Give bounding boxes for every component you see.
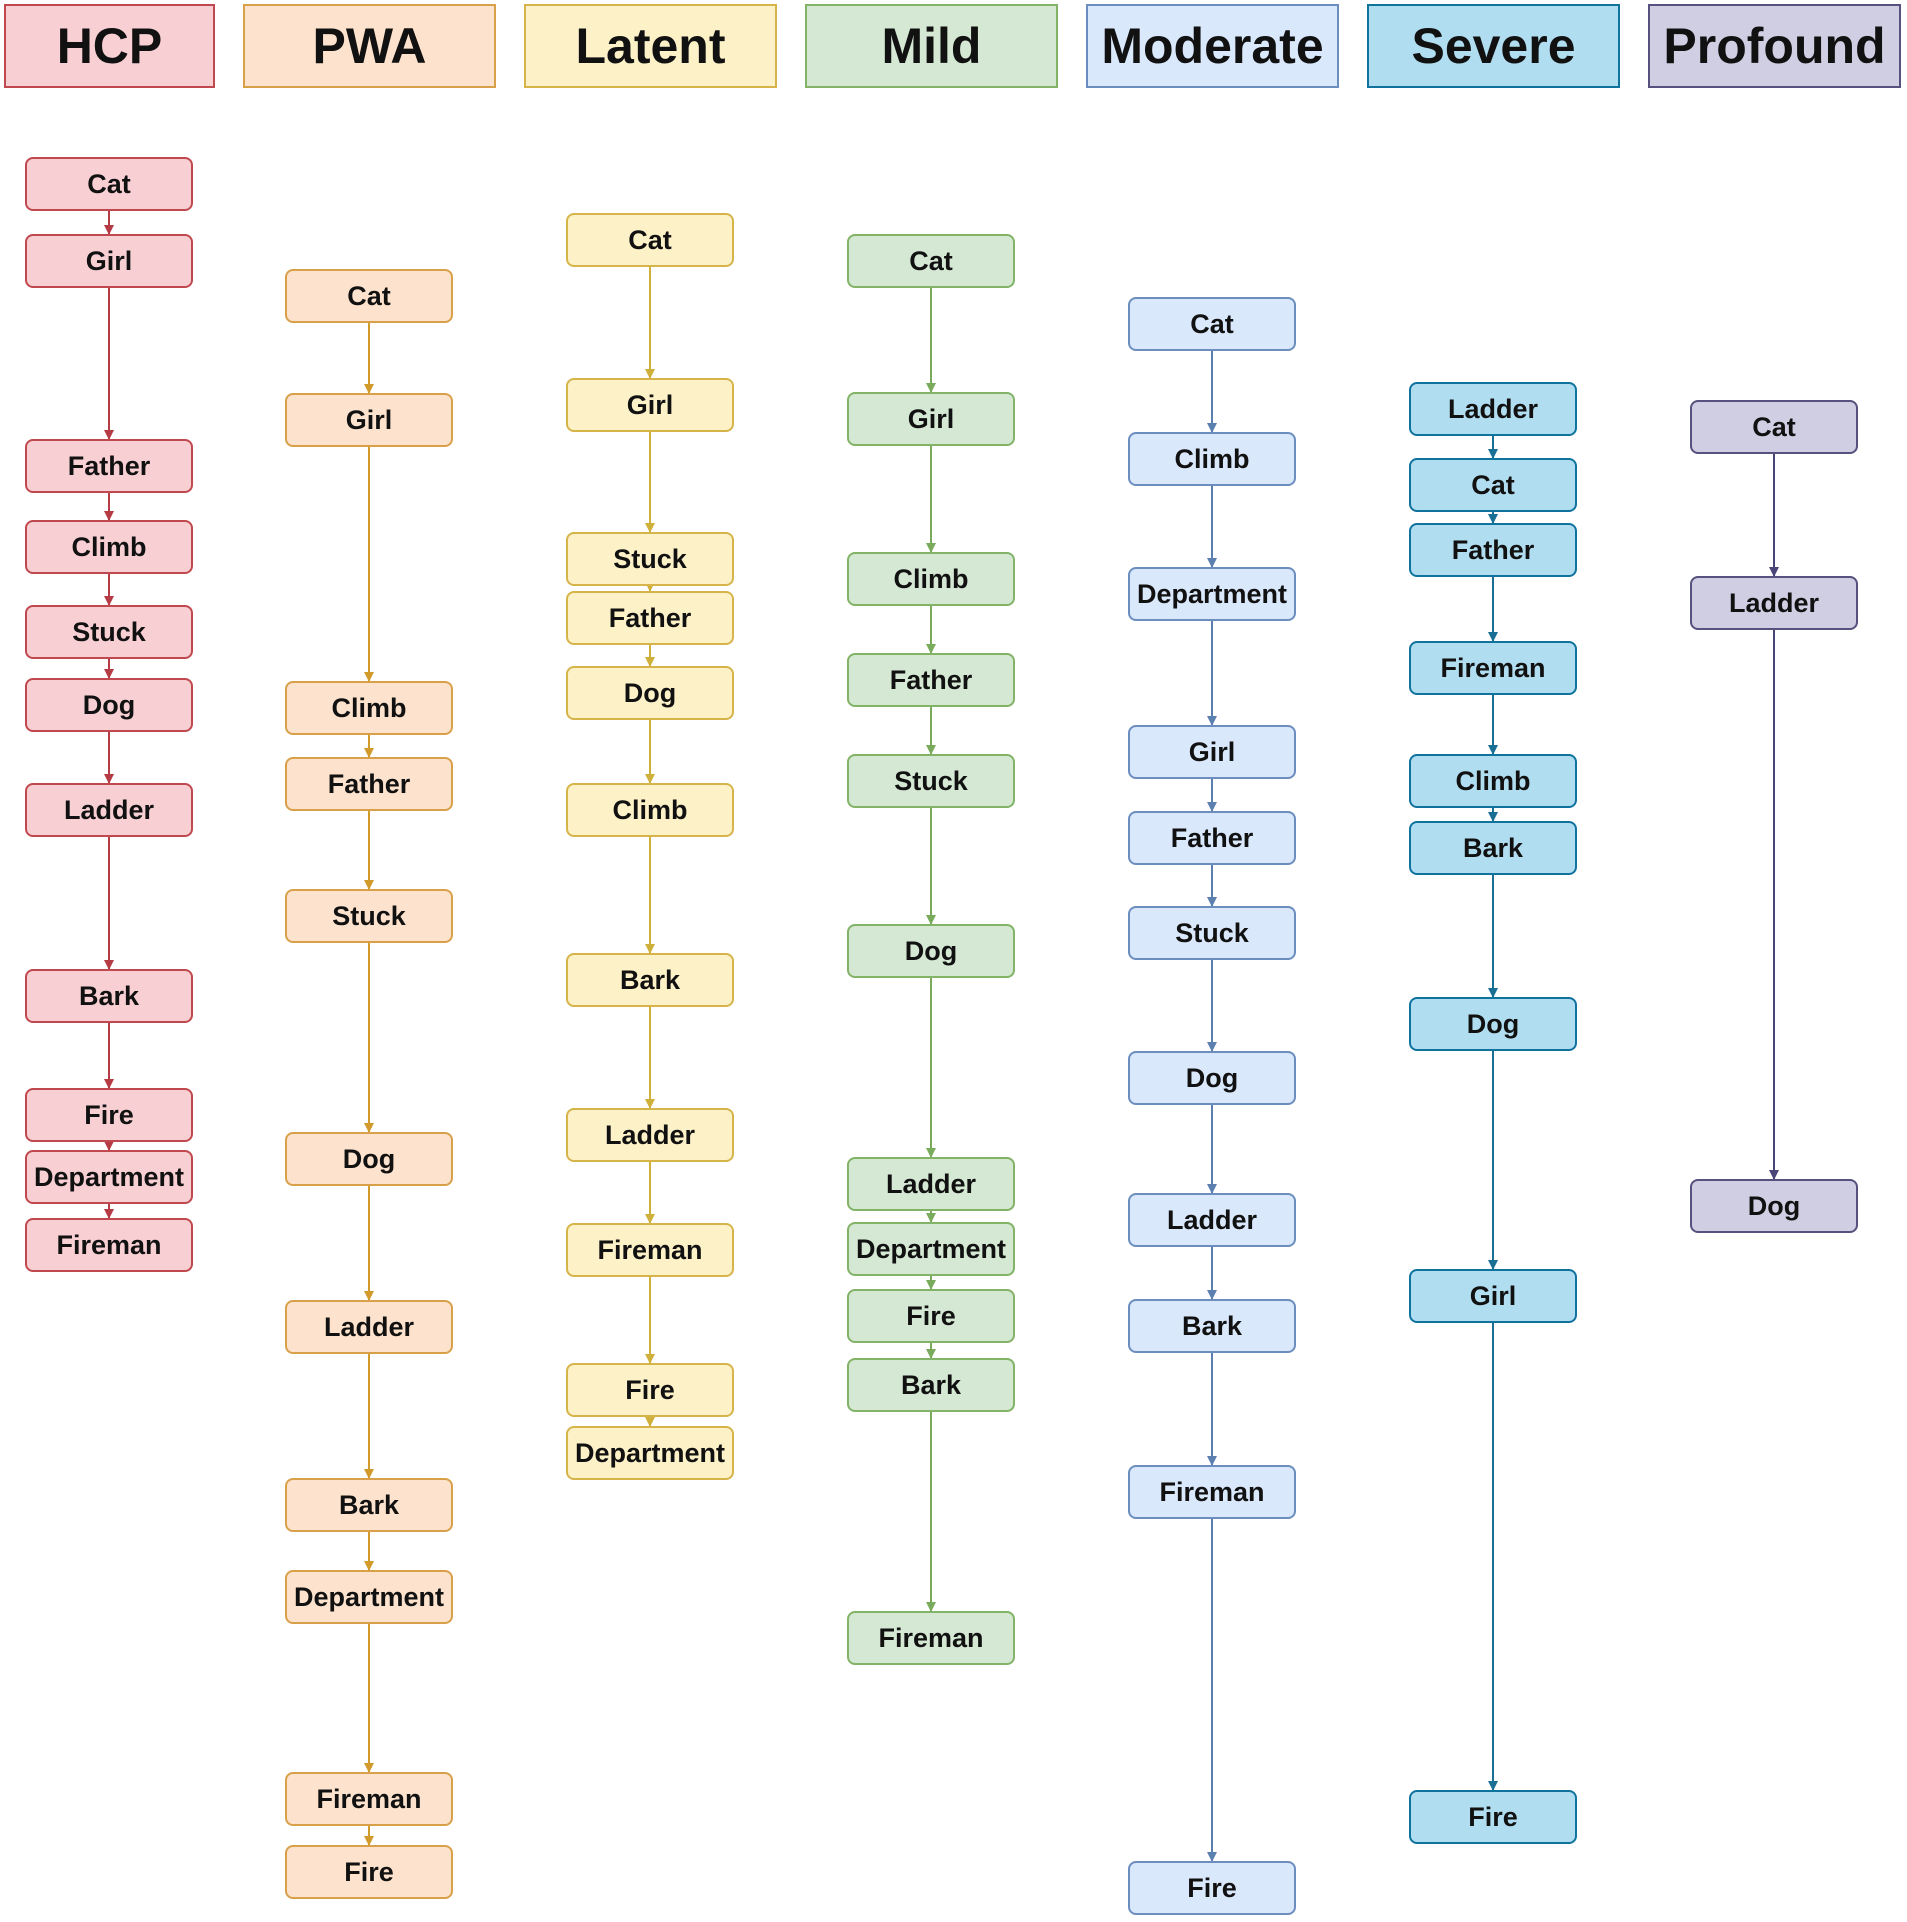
node-moderate-stuck: Stuck [1128, 906, 1296, 960]
node-severe-father: Father [1409, 523, 1577, 577]
node-severe-dog: Dog [1409, 997, 1577, 1051]
node-hcp-fireman: Fireman [25, 1218, 193, 1272]
node-mild-girl: Girl [847, 392, 1015, 446]
node-mild-climb: Climb [847, 552, 1015, 606]
node-hcp-cat: Cat [25, 157, 193, 211]
node-latent-stuck: Stuck [566, 532, 734, 586]
node-pwa-ladder: Ladder [285, 1300, 453, 1354]
node-hcp-dog: Dog [25, 678, 193, 732]
node-hcp-department: Department [25, 1150, 193, 1204]
node-hcp-fire: Fire [25, 1088, 193, 1142]
node-pwa-climb: Climb [285, 681, 453, 735]
node-moderate-fireman: Fireman [1128, 1465, 1296, 1519]
node-pwa-cat: Cat [285, 269, 453, 323]
node-latent-ladder: Ladder [566, 1108, 734, 1162]
node-profound-dog: Dog [1690, 1179, 1858, 1233]
node-latent-girl: Girl [566, 378, 734, 432]
node-hcp-climb: Climb [25, 520, 193, 574]
node-hcp-stuck: Stuck [25, 605, 193, 659]
node-severe-ladder: Ladder [1409, 382, 1577, 436]
node-latent-department: Department [566, 1426, 734, 1480]
column-header-moderate: Moderate [1086, 4, 1339, 88]
node-severe-girl: Girl [1409, 1269, 1577, 1323]
node-mild-department: Department [847, 1222, 1015, 1276]
node-mild-bark: Bark [847, 1358, 1015, 1412]
node-pwa-girl: Girl [285, 393, 453, 447]
node-mild-dog: Dog [847, 924, 1015, 978]
column-header-profound: Profound [1648, 4, 1901, 88]
node-hcp-girl: Girl [25, 234, 193, 288]
node-severe-fire: Fire [1409, 1790, 1577, 1844]
node-mild-fireman: Fireman [847, 1611, 1015, 1665]
node-moderate-climb: Climb [1128, 432, 1296, 486]
column-header-pwa: PWA [243, 4, 496, 88]
node-pwa-bark: Bark [285, 1478, 453, 1532]
node-moderate-fire: Fire [1128, 1861, 1296, 1915]
node-latent-climb: Climb [566, 783, 734, 837]
node-profound-cat: Cat [1690, 400, 1858, 454]
node-latent-bark: Bark [566, 953, 734, 1007]
node-pwa-stuck: Stuck [285, 889, 453, 943]
node-mild-stuck: Stuck [847, 754, 1015, 808]
node-latent-cat: Cat [566, 213, 734, 267]
node-pwa-fireman: Fireman [285, 1772, 453, 1826]
node-latent-dog: Dog [566, 666, 734, 720]
node-moderate-girl: Girl [1128, 725, 1296, 779]
node-severe-bark: Bark [1409, 821, 1577, 875]
node-moderate-department: Department [1128, 567, 1296, 621]
node-moderate-dog: Dog [1128, 1051, 1296, 1105]
node-mild-ladder: Ladder [847, 1157, 1015, 1211]
node-hcp-ladder: Ladder [25, 783, 193, 837]
node-hcp-bark: Bark [25, 969, 193, 1023]
node-moderate-father: Father [1128, 811, 1296, 865]
node-moderate-cat: Cat [1128, 297, 1296, 351]
node-pwa-father: Father [285, 757, 453, 811]
column-header-hcp: HCP [4, 4, 215, 88]
node-pwa-department: Department [285, 1570, 453, 1624]
node-moderate-ladder: Ladder [1128, 1193, 1296, 1247]
node-severe-cat: Cat [1409, 458, 1577, 512]
node-profound-ladder: Ladder [1690, 576, 1858, 630]
node-mild-father: Father [847, 653, 1015, 707]
node-pwa-dog: Dog [285, 1132, 453, 1186]
node-moderate-bark: Bark [1128, 1299, 1296, 1353]
node-mild-fire: Fire [847, 1289, 1015, 1343]
column-header-latent: Latent [524, 4, 777, 88]
column-header-mild: Mild [805, 4, 1058, 88]
node-latent-fireman: Fireman [566, 1223, 734, 1277]
node-hcp-father: Father [25, 439, 193, 493]
node-severe-climb: Climb [1409, 754, 1577, 808]
node-severe-fireman: Fireman [1409, 641, 1577, 695]
node-pwa-fire: Fire [285, 1845, 453, 1899]
node-latent-father: Father [566, 591, 734, 645]
node-latent-fire: Fire [566, 1363, 734, 1417]
column-header-severe: Severe [1367, 4, 1620, 88]
node-mild-cat: Cat [847, 234, 1015, 288]
